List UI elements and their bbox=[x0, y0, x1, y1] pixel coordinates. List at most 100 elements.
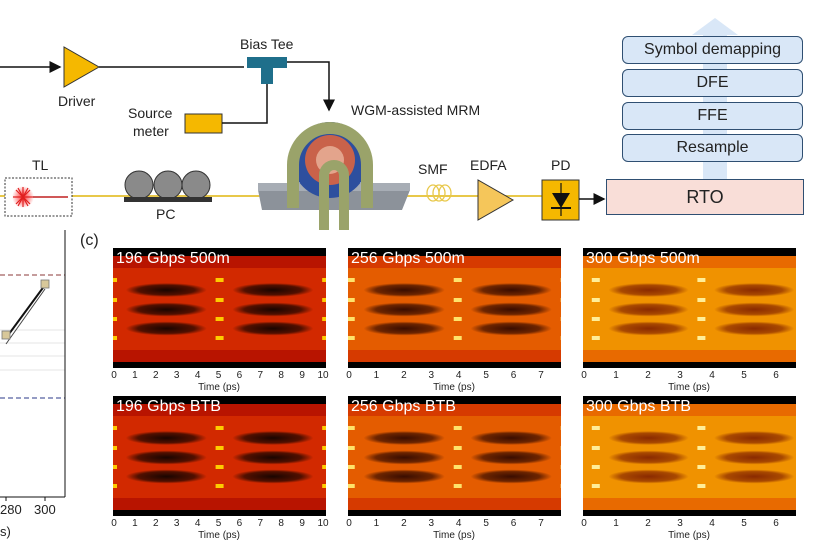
driver-icon bbox=[63, 46, 101, 88]
eye-x-tick: 4 bbox=[709, 518, 715, 529]
eye-x-label: Time (ps) bbox=[198, 530, 240, 541]
eye-x-tick: 3 bbox=[428, 370, 435, 381]
eye-x-tick: 2 bbox=[645, 518, 651, 529]
driver-label: Driver bbox=[58, 93, 96, 109]
eye-x-tick: 1 bbox=[613, 370, 619, 381]
eye-x-tick: 6 bbox=[773, 370, 779, 381]
smf-coil-icon bbox=[426, 184, 452, 202]
mrm-label: WGM-assisted MRM bbox=[351, 102, 481, 118]
eye-x-tick: 3 bbox=[428, 518, 435, 529]
pd-label: PD bbox=[551, 157, 571, 173]
sourcemeter-to-biastee-line bbox=[222, 84, 268, 124]
eye-x-tick: 4 bbox=[709, 370, 715, 381]
rto-box: RTO bbox=[606, 179, 804, 215]
eye-x-tick: 2 bbox=[401, 518, 407, 529]
eye-x-tick: 1 bbox=[373, 518, 380, 529]
eye-x-tick: 7 bbox=[538, 370, 544, 381]
eye-x-tick: 5 bbox=[483, 518, 489, 529]
eye-x-tick: 6 bbox=[236, 370, 243, 381]
eye-x-tick: 4 bbox=[194, 370, 201, 381]
eye-x-tick: 1 bbox=[132, 370, 138, 381]
partial-tick-280: 280 bbox=[0, 502, 22, 517]
eye-diagram: 300 Gbps BTB bbox=[583, 396, 796, 516]
dsp-dfe: DFE bbox=[622, 69, 803, 97]
dsp-ffe: FFE bbox=[622, 102, 803, 130]
edfa-icon bbox=[477, 179, 515, 221]
eye-x-label: Time (ps) bbox=[668, 382, 710, 393]
panel-c-label: (c) bbox=[80, 232, 99, 249]
eye-x-tick: 10 bbox=[317, 370, 329, 381]
eye-x-label: Time (ps) bbox=[668, 530, 710, 541]
eye-x-tick: 7 bbox=[257, 518, 264, 529]
eye-x-label: Time (ps) bbox=[433, 530, 475, 541]
eye-diagram-title: 256 Gbps BTB bbox=[351, 398, 456, 415]
eye-x-tick: 5 bbox=[215, 370, 222, 381]
bias-tee-label: Bias Tee bbox=[240, 36, 294, 52]
partial-left-plot bbox=[0, 230, 66, 501]
eye-x-tick: 10 bbox=[317, 518, 329, 529]
source-meter-label-1: Source bbox=[128, 105, 173, 121]
eye-x-tick: 4 bbox=[455, 518, 462, 529]
tl-label: TL bbox=[32, 157, 49, 173]
eye-diagram: 196 Gbps BTB bbox=[113, 396, 326, 516]
eye-x-tick: 6 bbox=[773, 518, 779, 529]
pc-label: PC bbox=[156, 206, 176, 222]
eye-diagram-title: 300 Gbps BTB bbox=[586, 398, 691, 415]
eye-diagram: 300 Gbps 500m bbox=[583, 248, 796, 368]
eye-x-tick: 0 bbox=[346, 370, 352, 381]
eye-x-tick: 0 bbox=[346, 518, 352, 529]
eye-x-tick: 2 bbox=[153, 518, 159, 529]
eye-x-tick: 0 bbox=[111, 518, 117, 529]
bias-tee-icon bbox=[247, 57, 287, 84]
dsp-resample: Resample bbox=[622, 134, 803, 162]
eye-x-tick: 8 bbox=[278, 370, 284, 381]
eye-x-tick: 3 bbox=[173, 518, 180, 529]
eye-x-tick: 6 bbox=[510, 370, 517, 381]
eye-x-tick: 9 bbox=[299, 518, 305, 529]
eye-diagram-title: 196 Gbps BTB bbox=[116, 398, 221, 415]
eye-x-tick: 3 bbox=[677, 518, 683, 529]
eye-x-tick: 7 bbox=[538, 518, 544, 529]
edfa-label: EDFA bbox=[470, 157, 507, 173]
eye-x-label: Time (ps) bbox=[198, 382, 240, 393]
eye-diagram-title: 300 Gbps 500m bbox=[586, 250, 700, 267]
pc-paddles-icon bbox=[124, 170, 212, 202]
eye-diagram: 256 Gbps 500m bbox=[348, 248, 561, 368]
eye-x-tick: 4 bbox=[455, 370, 462, 381]
eye-diagram-title: 256 Gbps 500m bbox=[351, 250, 465, 267]
eye-x-tick: 3 bbox=[173, 370, 180, 381]
eye-x-tick: 0 bbox=[581, 518, 587, 529]
eye-x-tick: 1 bbox=[613, 518, 619, 529]
smf-label: SMF bbox=[418, 161, 448, 177]
eye-x-tick: 0 bbox=[111, 370, 117, 381]
eye-x-tick: 9 bbox=[299, 370, 305, 381]
eye-x-tick: 6 bbox=[236, 518, 243, 529]
eye-x-tick: 2 bbox=[401, 370, 407, 381]
eye-x-tick: 1 bbox=[373, 370, 380, 381]
eye-x-tick: 5 bbox=[741, 518, 747, 529]
eye-x-tick: 3 bbox=[677, 370, 683, 381]
partial-tick-300: 300 bbox=[34, 502, 56, 517]
source-meter-icon bbox=[184, 113, 223, 134]
eye-x-tick: 5 bbox=[741, 370, 747, 381]
mrm-chip-icon bbox=[258, 122, 410, 230]
eye-x-tick: 0 bbox=[581, 370, 587, 381]
dsp-symbol-demapping: Symbol demapping bbox=[622, 36, 803, 64]
eye-x-tick: 4 bbox=[194, 518, 201, 529]
eye-x-tick: 5 bbox=[483, 370, 489, 381]
eye-x-tick: 1 bbox=[132, 518, 138, 529]
biastee-to-mrm-line bbox=[287, 61, 335, 112]
eye-diagram-title: 196 Gbps 500m bbox=[116, 250, 230, 267]
eye-diagram: 256 Gbps BTB bbox=[348, 396, 561, 516]
eye-x-label: Time (ps) bbox=[433, 382, 475, 393]
eye-x-tick: 6 bbox=[510, 518, 517, 529]
eye-x-tick: 2 bbox=[645, 370, 651, 381]
tl-laser-icon bbox=[4, 177, 73, 217]
eye-x-tick: 5 bbox=[215, 518, 222, 529]
eye-x-tick: 8 bbox=[278, 518, 284, 529]
partial-axis-fragment: s) bbox=[0, 524, 11, 539]
pd-icon bbox=[541, 179, 580, 221]
source-meter-label-2: meter bbox=[133, 123, 169, 139]
eye-x-tick: 7 bbox=[257, 370, 264, 381]
eye-x-tick: 2 bbox=[153, 370, 159, 381]
